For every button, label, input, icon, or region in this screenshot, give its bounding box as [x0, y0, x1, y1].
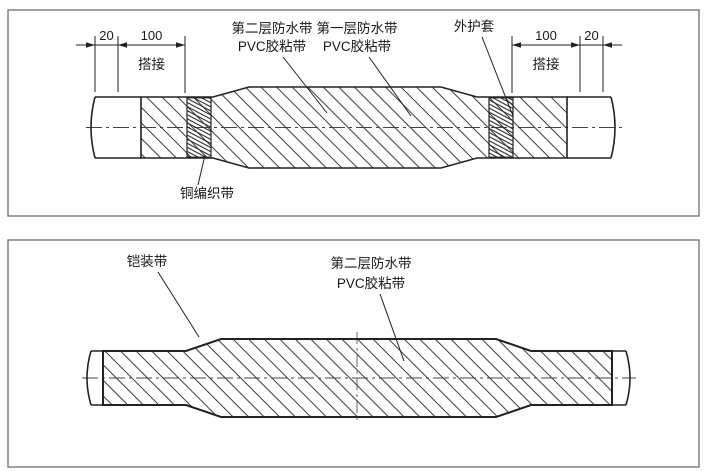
dim-arrow [118, 42, 127, 48]
dim-left-100: 100 [141, 28, 163, 43]
bottom-joint-body-hatched [102, 338, 613, 418]
leader-second-layer-bottom [379, 293, 405, 362]
label-second-waterproof-layer: 第二层防水带 [232, 20, 313, 36]
label-outer-sheath: 外护套 [454, 19, 495, 34]
bottom-cable-stub-left [86, 350, 103, 406]
label-second-layer-pvc: PVC胶粘带 [238, 38, 306, 54]
dim-arrow [571, 42, 580, 48]
label-copper-braid: 铜编织带 [180, 186, 234, 201]
label-second-layer-pvc-bottom: PVC胶粘带 [337, 275, 405, 291]
bottom-cable-stub-right [612, 350, 631, 406]
leader-outer-sheath [481, 36, 514, 117]
top-cable-stub-right [567, 96, 616, 159]
dim-right-20: 20 [584, 28, 598, 43]
top-leader-lines [197, 36, 514, 186]
bottom-leader-lines [157, 271, 405, 362]
label-second-waterproof-layer-bottom: 第二层防水带 [331, 255, 412, 271]
bottom-panel: 铠装带 第二层防水带 PVC胶粘带 [7, 239, 700, 468]
overlap-label-right: 搭接 [533, 56, 560, 72]
top-cable-stub-left [90, 96, 141, 159]
top-dimension-right: 100 20 搭接 [511, 28, 622, 93]
overlap-label-left: 搭接 [138, 56, 165, 72]
label-first-waterproof-layer: 第一层防水带 [317, 20, 398, 36]
copper-braid-band-left [186, 97, 212, 158]
label-armor-tape: 铠装带 [127, 254, 168, 269]
top-panel: 20 100 搭接 100 20 搭接 第二层防 [7, 9, 700, 217]
top-dimension-left: 20 100 搭接 [76, 28, 186, 93]
dim-right-100: 100 [535, 28, 557, 43]
dim-arrow [603, 42, 612, 48]
leader-second-layer [282, 56, 328, 114]
label-first-layer-pvc: PVC胶粘带 [323, 38, 391, 54]
top-joint-body-hatched [140, 86, 568, 169]
leader-copper-braid [197, 154, 206, 186]
dim-arrow [86, 42, 95, 48]
leader-armor-tape [157, 271, 200, 338]
leader-first-layer [368, 56, 412, 117]
dim-arrow [176, 42, 185, 48]
copper-braid-band-right [488, 97, 514, 158]
dim-arrow [512, 42, 521, 48]
dim-left-20: 20 [99, 28, 113, 43]
